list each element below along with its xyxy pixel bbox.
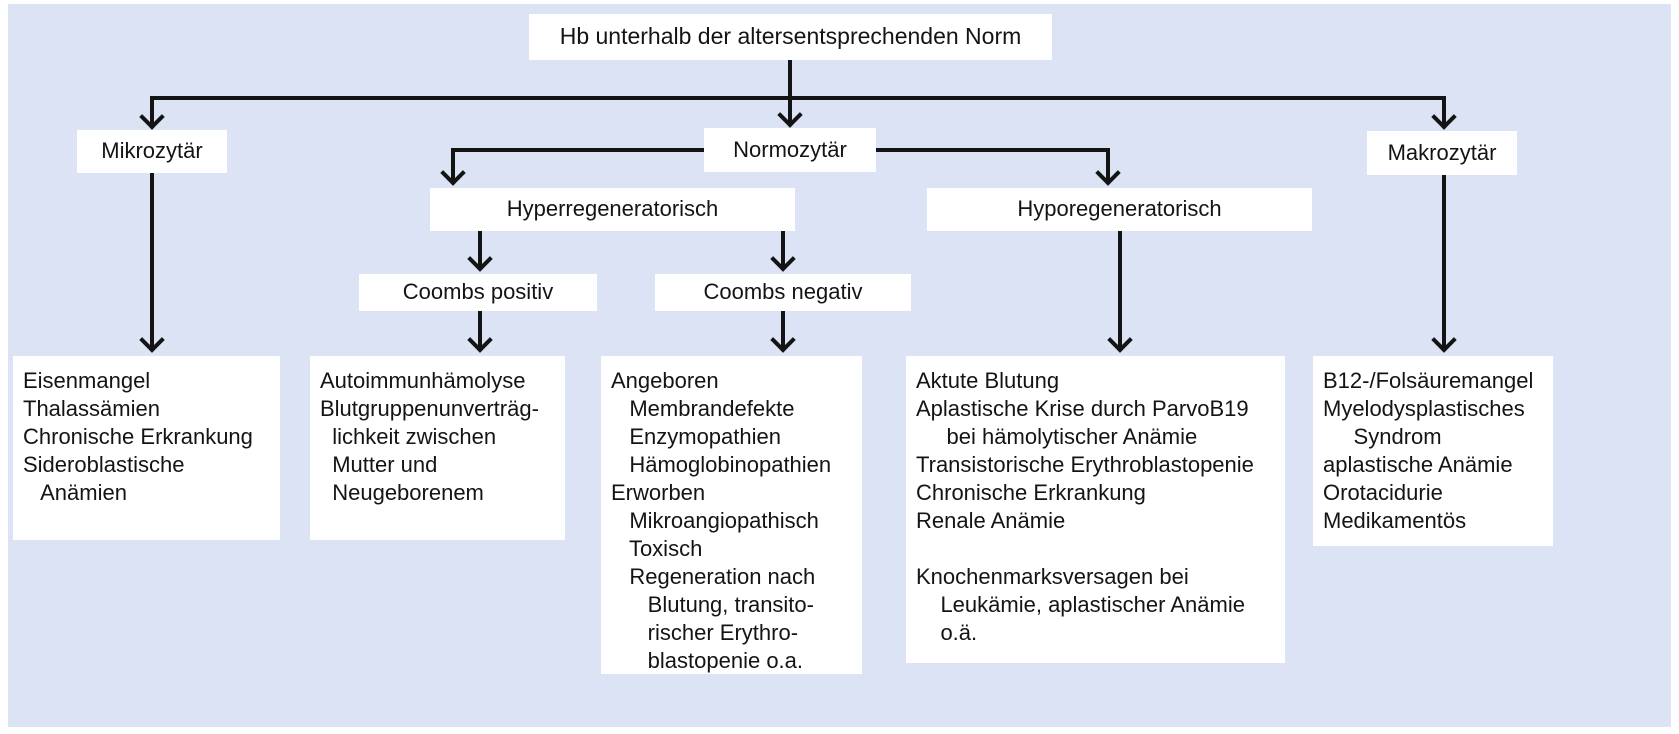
node-normozytaer: Normozytär	[704, 128, 876, 172]
connector-coombs-negativ-to-leaf	[781, 311, 785, 349]
node-mikrozytaer-label: Mikrozytär	[101, 138, 203, 164]
node-coombs-positiv: Coombs positiv	[359, 274, 597, 311]
node-makrozytaer-label: Makrozytär	[1387, 139, 1497, 165]
connector-normo-to-hypo	[876, 148, 1110, 152]
connector-to-mikrozytaer	[150, 96, 154, 124]
connector-normo-to-hypo-drop	[1106, 148, 1110, 182]
node-hyporegeneratorisch: Hyporegeneratorisch	[927, 188, 1312, 231]
connector-normo-to-hyper	[451, 148, 704, 152]
connector-top-branch	[150, 96, 1446, 100]
node-coombs-positiv-label: Coombs positiv	[402, 279, 554, 305]
connector-coombs-positiv-to-leaf	[478, 311, 482, 349]
leaf-mikrozytaer: Eisenmangel Thalassämien Chronische Erkr…	[13, 356, 280, 540]
node-coombs-negativ-label: Coombs negativ	[703, 279, 863, 305]
connector-normo-to-hyper-drop	[451, 148, 455, 182]
connector-hypo-to-leaf	[1118, 231, 1122, 349]
connector-hyper-to-coombs-negativ	[781, 231, 785, 268]
leaf-makrozytaer: B12-/Folsäuremangel Myelodysplastisches …	[1313, 356, 1553, 546]
connector-mikrozytaer-to-leaf	[150, 173, 154, 349]
connector-to-makrozytaer	[1442, 96, 1446, 124]
leaf-coombs-negativ: Angeboren Membrandefekte Enzymopathien H…	[601, 356, 862, 674]
leaf-hyporegeneratorisch: Aktute Blutung Aplastische Krise durch P…	[906, 356, 1285, 663]
node-normozytaer-label: Normozytär	[733, 136, 847, 162]
connector-makrozytaer-to-leaf	[1442, 175, 1446, 349]
node-hyperregeneratorisch: Hyperregeneratorisch	[430, 188, 795, 231]
node-root: Hb unterhalb der altersentsprechenden No…	[529, 14, 1052, 60]
connector-hyper-to-coombs-positiv	[478, 231, 482, 268]
node-coombs-negativ: Coombs negativ	[655, 274, 911, 311]
node-hyporegeneratorisch-label: Hyporegeneratorisch	[1017, 196, 1222, 222]
node-makrozytaer: Makrozytär	[1367, 131, 1517, 175]
connector-root-to-normozytaer	[788, 60, 792, 122]
node-mikrozytaer: Mikrozytär	[77, 130, 227, 173]
leaf-coombs-positiv: Autoimmunhämolyse Blutgruppenunverträg- …	[310, 356, 565, 540]
node-hyperregeneratorisch-label: Hyperregeneratorisch	[506, 196, 719, 222]
node-root-label: Hb unterhalb der altersentsprechenden No…	[559, 23, 1022, 50]
